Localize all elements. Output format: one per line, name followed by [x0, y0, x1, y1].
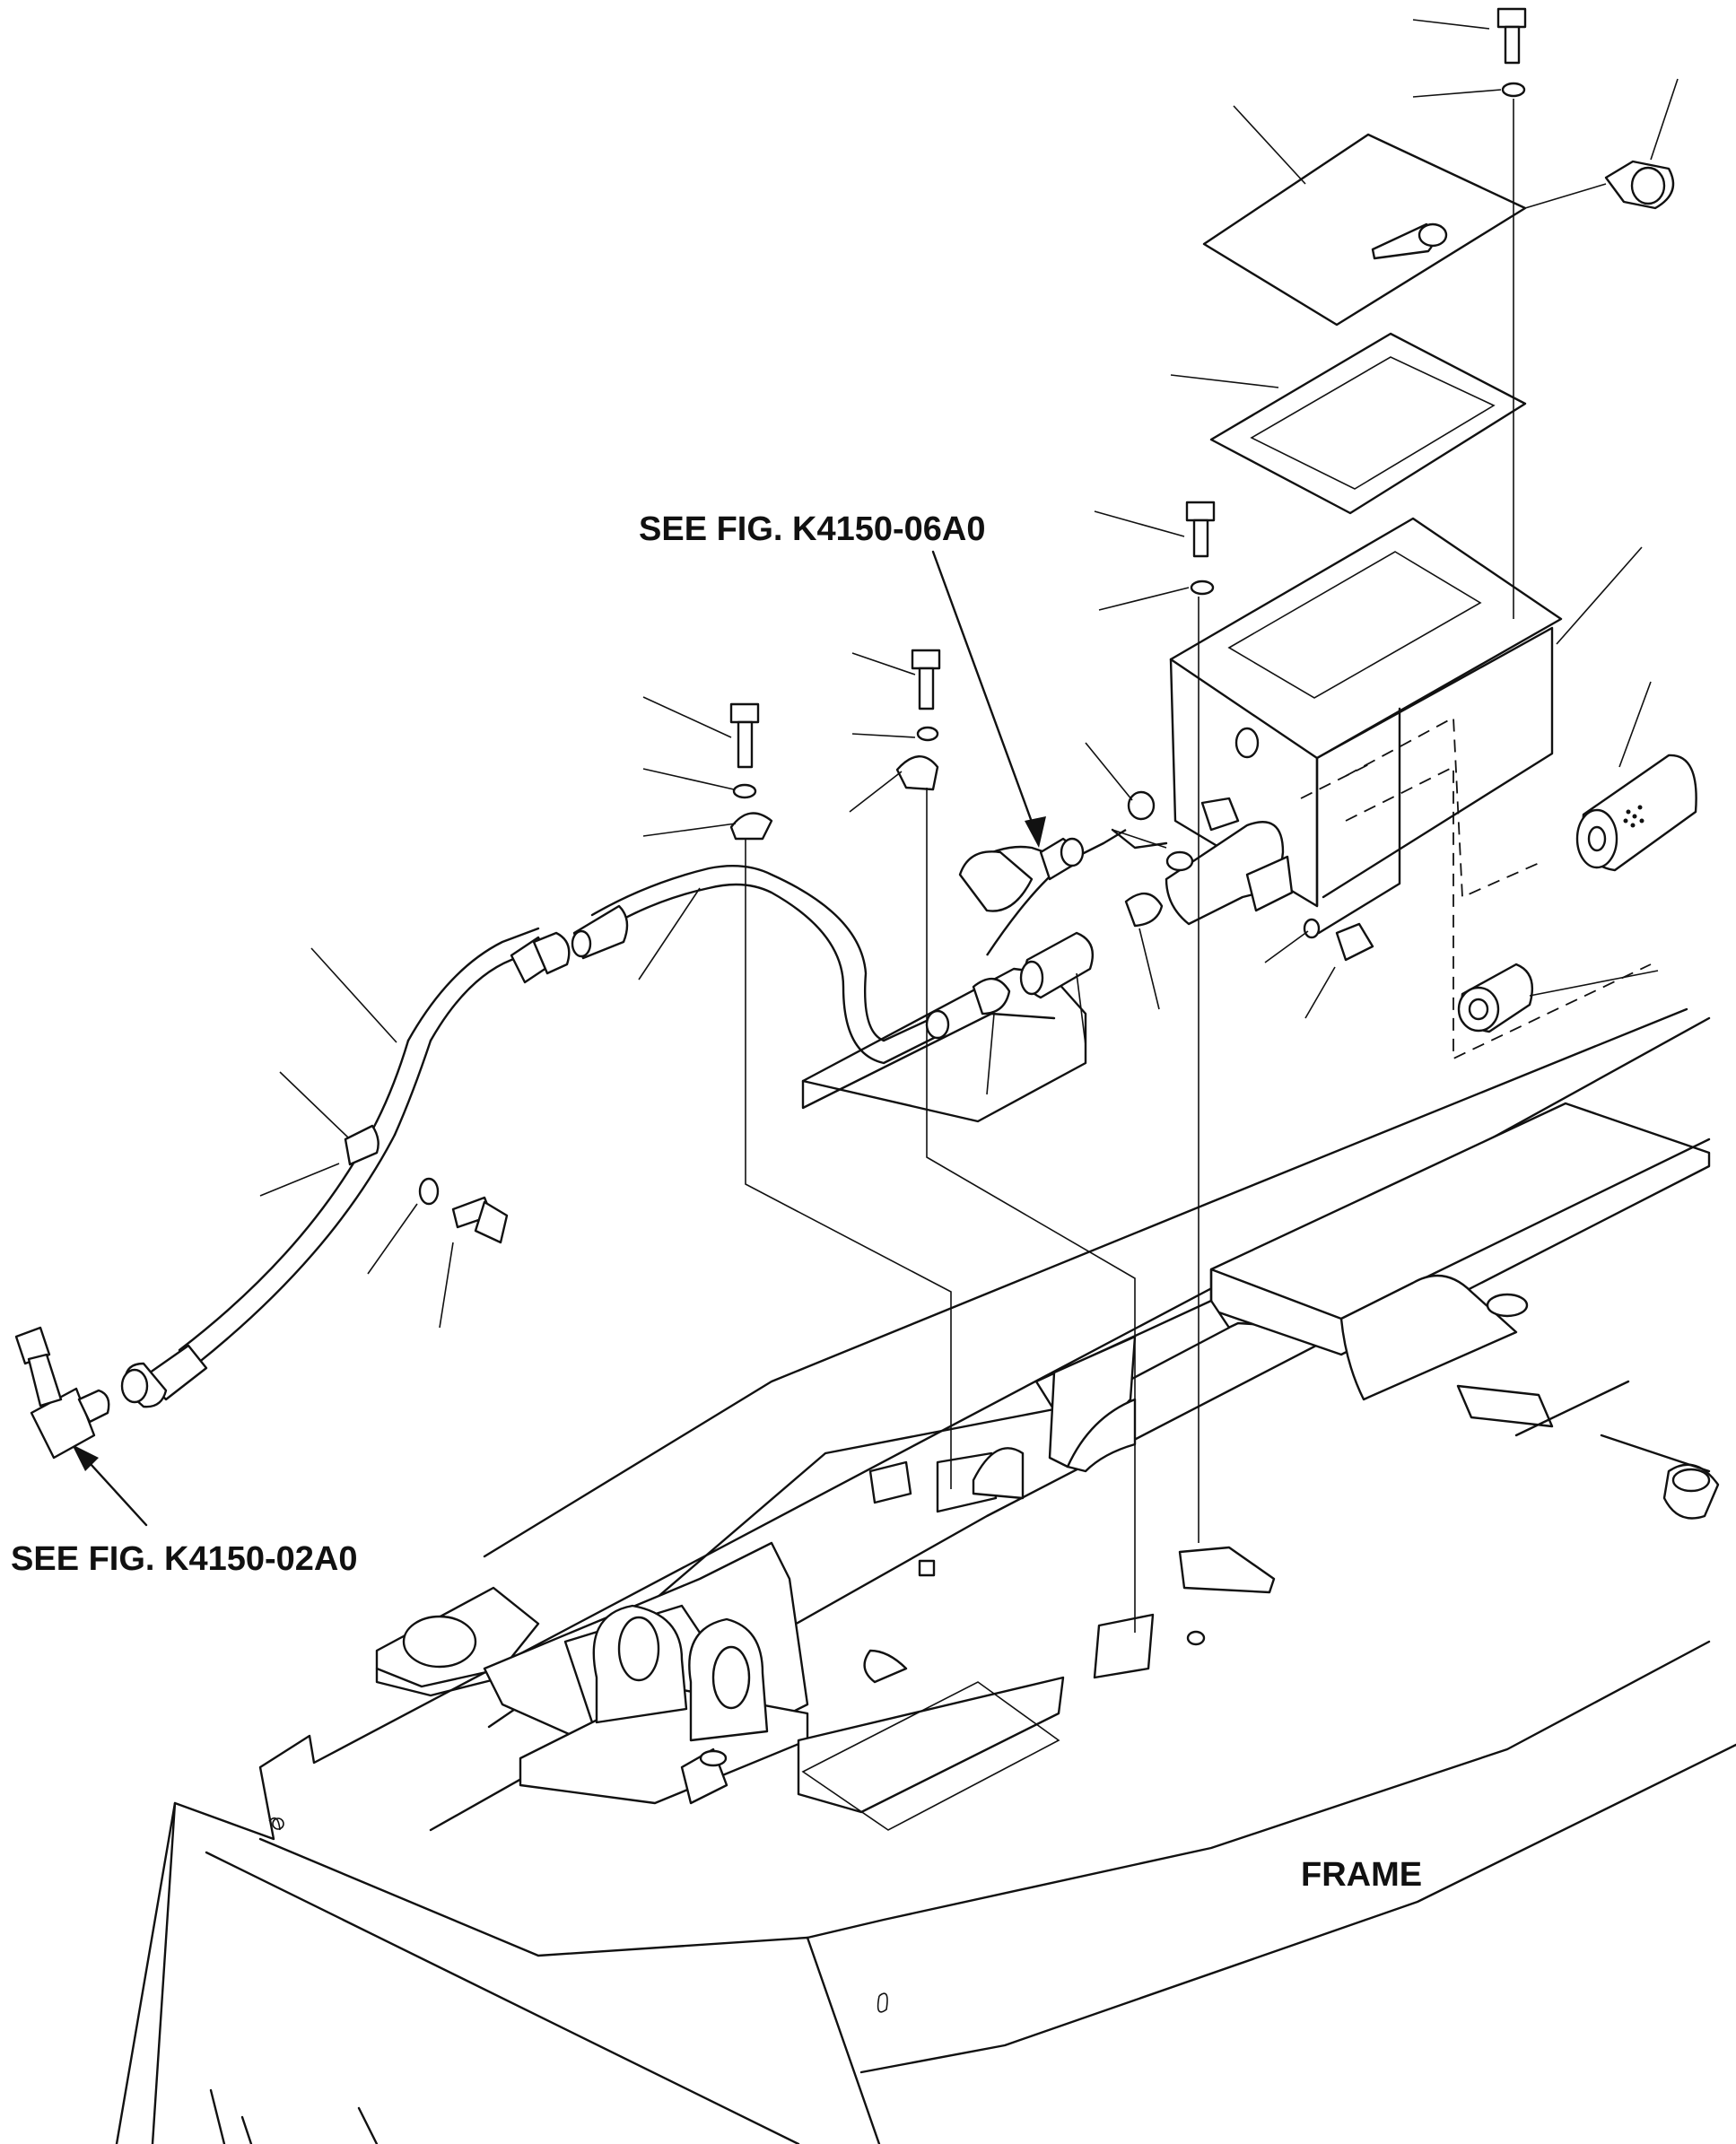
tank-top	[1169, 517, 1563, 760]
bolt-top	[1496, 7, 1527, 65]
frame	[115, 967, 1736, 2144]
washer-mid	[1190, 580, 1215, 596]
hardware	[418, 7, 1527, 1244]
alignment-lines	[745, 99, 1607, 1633]
bolt-hose-clamp	[451, 1196, 509, 1244]
callout-leaders	[72, 19, 1679, 1527]
clamp-left	[729, 812, 773, 841]
hose-clamp-a	[972, 978, 1011, 1015]
see-fig-top-pointer	[931, 550, 1041, 843]
gasket	[1209, 332, 1527, 515]
bolt-clamp-right	[911, 649, 941, 710]
washer-top	[1501, 82, 1526, 98]
nut	[1127, 790, 1156, 821]
plug-small	[1303, 918, 1374, 962]
clamp-right	[895, 755, 939, 791]
see-fig-bottom-label: SEE FIG. K4150-02A0	[11, 1540, 358, 1578]
bolt-clamp-left	[729, 702, 760, 769]
see-fig-bottom-pointer	[79, 1451, 148, 1527]
see-fig-top-label: SEE FIG. K4150-06A0	[639, 510, 986, 548]
flex-hose	[406, 927, 540, 1042]
external-fitting	[14, 1326, 110, 1460]
filters	[1457, 754, 1697, 1033]
pipes	[120, 797, 1294, 1408]
frame-label: FRAME	[1301, 1856, 1422, 1894]
hose-clamp-b	[1124, 893, 1164, 928]
oil-tank-assembly	[1169, 133, 1652, 1060]
bolt-mid	[1185, 501, 1216, 558]
tank-cover	[1202, 133, 1527, 327]
hose-band	[344, 1124, 379, 1166]
return-pipe	[590, 865, 944, 1042]
